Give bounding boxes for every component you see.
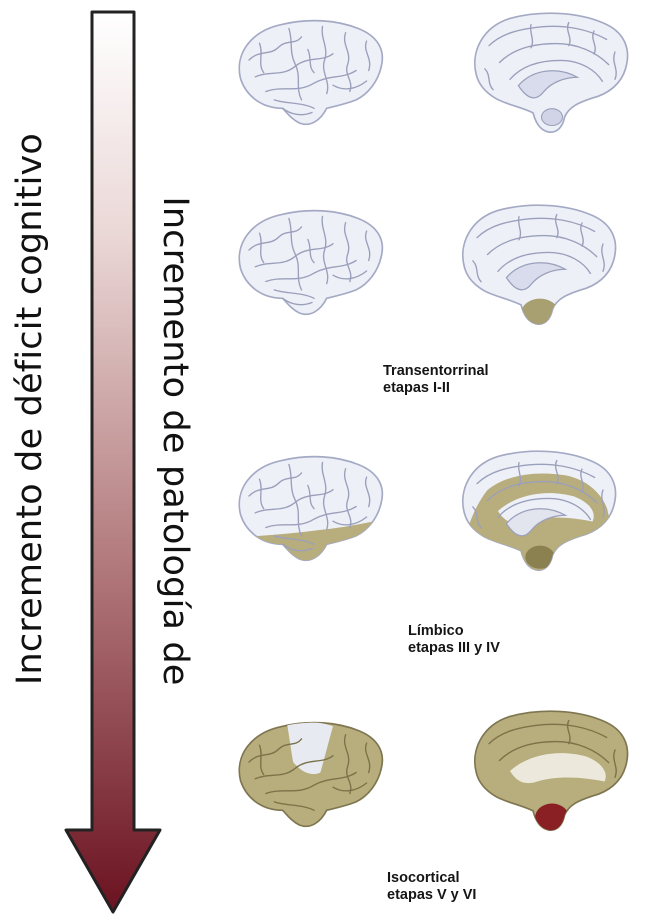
stage-name: Isocortical [387,870,476,887]
lateral-brain-1 [239,21,382,125]
medial-brain-3 [456,451,624,584]
lateral-brain-4 [239,721,382,826]
stage-name: Transentorrinal [383,363,489,380]
medial-brain-4 [475,711,628,831]
medial-brain-1 [475,13,628,132]
cognitive-deficit-label: Incremento de déficit cognitivo [10,205,50,685]
brain-row-1 [239,13,627,132]
medial-brain-2 [463,205,616,328]
lateral-brain-3 [228,457,386,591]
brain-row-4 [239,711,627,831]
stage-label-transentorhinal: Transentorrinal etapas I-II [383,363,489,397]
lateral-brain-2 [239,211,382,315]
pathology-label: Incremento de patología de [155,166,195,716]
stage-name: Límbico [408,623,500,640]
stage-label-limbic: Límbico etapas III y IV [408,623,500,657]
brain-row-2 [239,205,615,328]
progression-arrow [66,12,160,912]
stage-range: etapas III y IV [408,640,500,657]
brain-row-3 [228,451,624,590]
stage-label-isocortical: Isocortical etapas V y VI [387,870,476,904]
stage-range: etapas I-II [383,380,489,397]
stage-range: etapas V y VI [387,887,476,904]
